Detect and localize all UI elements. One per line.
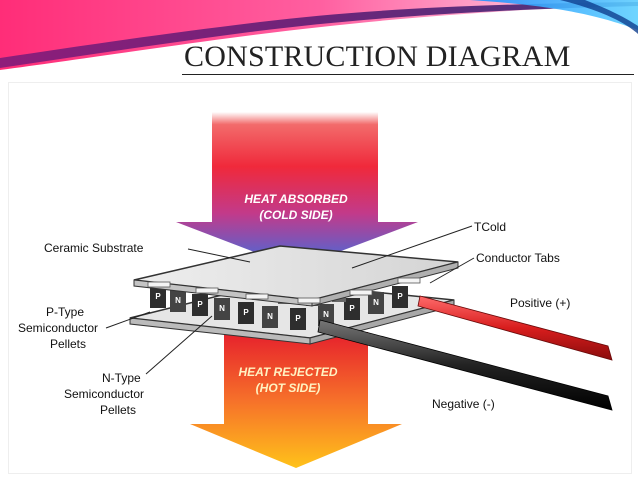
pellet-p-label: P (295, 314, 301, 323)
title-underline (182, 74, 634, 75)
pellet-n-label: N (219, 304, 225, 313)
heat-absorbed-label: HEAT ABSORBED (244, 192, 348, 206)
heat-rejected-label: HEAT REJECTED (238, 365, 337, 379)
n-type-semiconductor-label: Semiconductor (64, 387, 144, 401)
semiconductor-pellets (150, 284, 408, 330)
negative-label: Negative (-) (432, 397, 495, 411)
pellet-p-label: P (155, 292, 161, 301)
cold-side-label: (COLD SIDE) (259, 208, 332, 222)
conductor-tabs (147, 277, 421, 304)
conductor-tabs-label: Conductor Tabs (476, 251, 560, 265)
pellet-n-label: N (373, 298, 379, 307)
p-type-label: P-Type (46, 305, 84, 319)
leader-ceramic (187, 248, 251, 263)
ceramic-substrate-label: Ceramic Substrate (44, 241, 144, 255)
positive-wire (417, 295, 613, 361)
heat-absorbed-arrow (176, 112, 418, 268)
leader-ntype (145, 315, 213, 375)
heat-rejected-arrow (190, 332, 402, 468)
pellet-p-label: P (397, 292, 403, 301)
leader-ptype (105, 311, 151, 329)
pellet-p-label: P (197, 300, 203, 309)
tcold-label: TCold (474, 220, 506, 234)
pellet-n-label: N (267, 312, 273, 321)
decorative-header-swoosh (0, 0, 638, 70)
pellet-p-label: P (349, 304, 355, 313)
pellet-n-label: N (323, 310, 329, 319)
p-type-pellets-label: Pellets (50, 337, 86, 351)
pellet-p-label: P (243, 308, 249, 317)
p-type-semiconductor-label: Semiconductor (18, 321, 98, 335)
hot-side-label: (HOT SIDE) (256, 381, 321, 395)
n-type-pellets-label: Pellets (100, 403, 136, 417)
negative-wire (317, 319, 613, 411)
n-type-label: N-Type (102, 371, 141, 385)
leader-tcold (351, 225, 473, 269)
page-title: CONSTRUCTION DIAGRAM (184, 40, 571, 73)
leader-tabs (429, 257, 475, 284)
pellet-n-label: N (175, 296, 181, 305)
positive-label: Positive (+) (510, 296, 570, 310)
